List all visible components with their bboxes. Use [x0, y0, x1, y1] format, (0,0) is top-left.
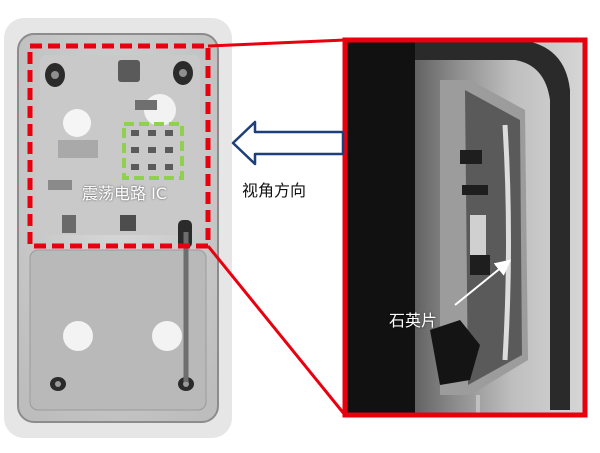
device-lower-panel — [29, 249, 207, 411]
quartz-plate — [502, 124, 511, 361]
view-direction-label: 视角方向 — [242, 181, 307, 200]
zoom-connector-bottom — [206, 245, 347, 416]
arrow-up-right-icon — [454, 259, 512, 306]
quartz-plate-label: 石英片 — [389, 311, 438, 330]
oscillator-ic-highlight-box — [122, 122, 184, 180]
device-xray — [4, 18, 232, 438]
contact-pad-upper — [63, 109, 91, 137]
top-component — [118, 60, 140, 82]
contact-pad-lower-right — [152, 321, 182, 351]
zoom-region-box — [27, 43, 211, 249]
contact-pad-lower-left — [63, 321, 93, 351]
zoom-connector-top — [207, 38, 346, 48]
zoom-frame — [342, 37, 588, 418]
zoomed-side-view — [342, 37, 588, 418]
oscillator-ic-label: 震荡电路 IC — [82, 184, 167, 203]
arrow-left-icon — [231, 120, 345, 166]
oscillator-ic-pins — [131, 130, 173, 170]
